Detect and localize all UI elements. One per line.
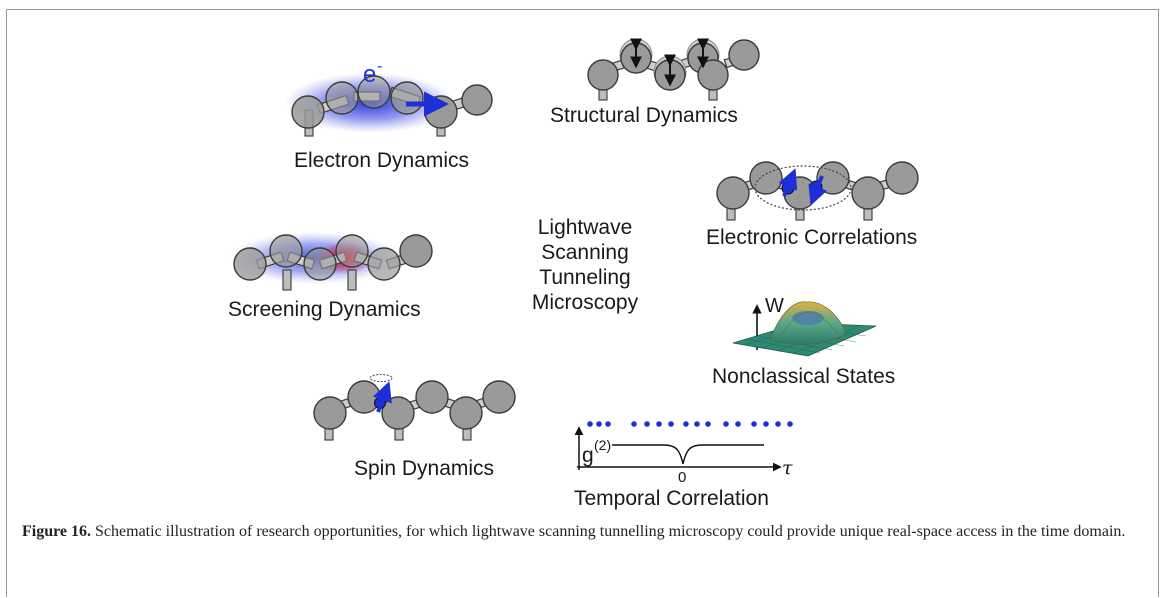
g2-superscript: (2) bbox=[594, 437, 611, 453]
spin-dynamics-label: Spin Dynamics bbox=[354, 457, 495, 480]
screening-dynamics-label: Screening Dynamics bbox=[228, 298, 421, 321]
electronic-correlations-chain bbox=[716, 161, 919, 221]
figure-caption: Figure 16. Schematic illustration of res… bbox=[22, 522, 1142, 542]
nonclassical-states-label: Nonclassical States bbox=[712, 365, 896, 388]
wigner-axis-label: W bbox=[765, 295, 784, 317]
spin-dynamics-chain bbox=[313, 374, 516, 441]
electron-charge: - bbox=[377, 58, 382, 75]
electronic-correlations-label: Electronic Correlations bbox=[706, 226, 918, 249]
center-title: Lightwave Scanning Tunneling Microscopy bbox=[515, 215, 655, 315]
structural-dynamics-label: Structural Dynamics bbox=[550, 104, 738, 127]
g2-label: g bbox=[582, 444, 594, 467]
center-title-line: Lightwave bbox=[537, 216, 633, 239]
tau-axis-label: τ bbox=[782, 457, 793, 479]
caption-text: Schematic illustration of research oppor… bbox=[91, 523, 1126, 540]
temporal-correlation-plot bbox=[574, 421, 793, 472]
photon-dots bbox=[587, 421, 793, 427]
electron-symbol: e bbox=[363, 61, 376, 88]
screening-dynamics-chain bbox=[230, 232, 433, 291]
figure-frame bbox=[6, 9, 1159, 597]
center-title-line: Scanning bbox=[541, 241, 629, 264]
figure-number: Figure 16. bbox=[22, 523, 92, 540]
tau-zero-label: 0 bbox=[678, 469, 686, 486]
structural-dynamics-chain bbox=[587, 38, 760, 101]
center-title-line: Tunneling bbox=[539, 266, 631, 289]
center-title-line: Microscopy bbox=[531, 291, 639, 314]
temporal-correlation-label: Temporal Correlation bbox=[574, 487, 769, 510]
electron-dynamics-chain bbox=[285, 73, 493, 137]
electron-dynamics-label: Electron Dynamics bbox=[294, 149, 470, 172]
wigner-function-plot bbox=[732, 301, 877, 357]
